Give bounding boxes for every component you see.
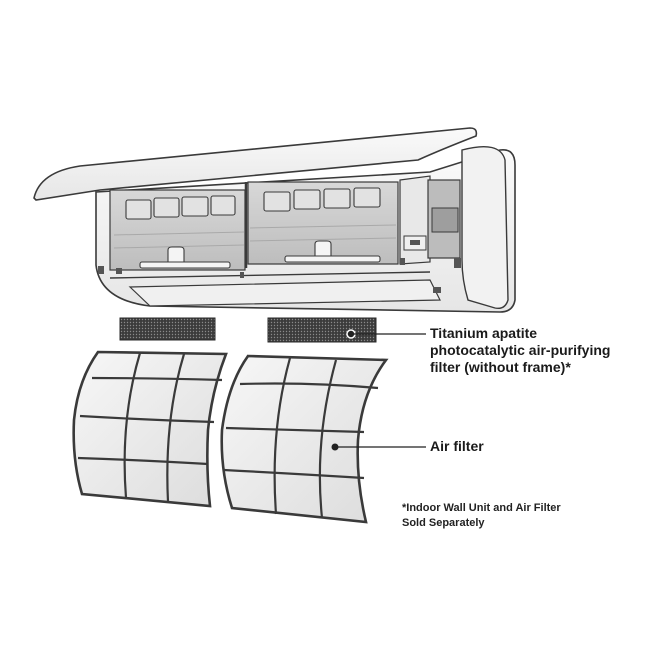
- titanium-filter-label: Titanium apatite photocatalytic air-puri…: [430, 325, 650, 376]
- titanium-filters: [119, 317, 377, 343]
- front-panel: [33, 127, 478, 201]
- titanium-label-line3: filter (without frame)*: [430, 359, 571, 375]
- indoor-unit: [95, 146, 516, 313]
- leader-lines: [331, 329, 426, 451]
- footnote-line1: *Indoor Wall Unit and Air Filter: [402, 502, 561, 514]
- air-filter-left: [72, 350, 228, 508]
- titanium-label-line2: photocatalytic air-purifying: [430, 342, 611, 358]
- footnote-line2: Sold Separately: [402, 517, 485, 529]
- titanium-label-line1: Titanium apatite: [430, 325, 538, 341]
- air-filter-label: Air filter: [430, 438, 484, 454]
- air-filter-right: [220, 354, 389, 524]
- footnote: *Indoor Wall Unit and Air Filter Sold Se…: [402, 501, 561, 531]
